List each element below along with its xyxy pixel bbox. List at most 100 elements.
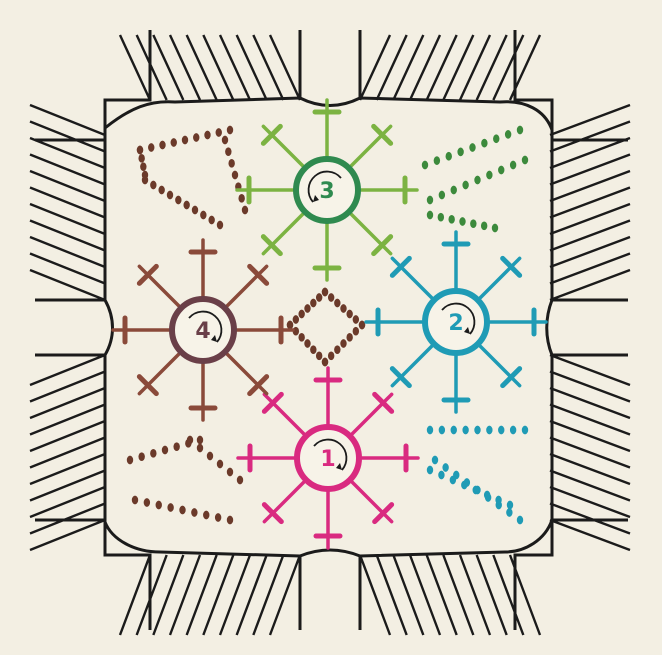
chain-dot <box>204 131 210 140</box>
chain-dot <box>522 156 528 165</box>
chain-dot <box>150 449 156 458</box>
chain-dot <box>517 126 523 135</box>
motif-number: 2 <box>448 311 463 336</box>
chain-dot <box>310 345 316 354</box>
chain-dot <box>142 176 148 185</box>
chain-dot <box>183 201 189 210</box>
chain-dot <box>517 516 523 525</box>
chain-dot <box>173 442 179 451</box>
chain-dot <box>481 139 487 148</box>
chain-dot <box>310 299 316 308</box>
chain-dot <box>191 508 197 517</box>
chain-dot <box>334 345 340 354</box>
chain-dot <box>298 333 304 342</box>
chain-dot <box>439 426 445 435</box>
chain-dot <box>462 181 468 190</box>
chain-dot <box>427 211 433 220</box>
chain-dot <box>353 315 359 324</box>
chain-dot <box>137 146 143 155</box>
chain-dot <box>505 130 511 139</box>
chain-dot <box>140 162 146 171</box>
chain-dot <box>438 471 444 480</box>
chain-dot <box>156 501 162 510</box>
chain-dot <box>469 143 475 152</box>
motif-number: 1 <box>320 447 335 472</box>
chain-dot <box>427 426 433 435</box>
chain-dot <box>346 333 352 342</box>
chain-dot <box>171 138 177 147</box>
chain-dot <box>162 446 168 455</box>
chain-dot <box>304 339 310 348</box>
chain-dot <box>203 511 209 520</box>
chain-dot <box>179 506 185 515</box>
chain-dot <box>237 476 243 485</box>
chain-dot <box>442 463 448 472</box>
chain-dot <box>522 426 528 435</box>
chain-dot <box>227 126 233 135</box>
chain-dot <box>486 171 492 180</box>
chain-dot <box>216 128 222 137</box>
chain-dot <box>193 133 199 142</box>
chain-dot <box>450 476 456 485</box>
chain-dot <box>432 456 438 465</box>
chain-dot <box>138 452 144 461</box>
motif-number: 3 <box>319 179 334 204</box>
chain-dot <box>484 491 490 500</box>
chain-dot <box>322 358 328 367</box>
chain-dot <box>507 501 513 510</box>
chain-dot <box>353 327 359 336</box>
chain-dot <box>493 134 499 143</box>
chain-dot <box>427 466 433 475</box>
chain-dot <box>227 468 233 477</box>
chain-dot <box>159 141 165 150</box>
chain-dot <box>427 196 433 205</box>
chain-dot <box>438 213 444 222</box>
chain-dot <box>473 486 479 495</box>
chain-dot <box>439 191 445 200</box>
motif-number: 4 <box>195 319 210 344</box>
chain-dot <box>316 293 322 302</box>
chain-dot <box>242 206 248 215</box>
chain-dot <box>316 352 322 361</box>
chain-dot <box>510 161 516 170</box>
chain-dot <box>197 436 203 445</box>
chain-dot <box>462 426 468 435</box>
chain-dot <box>334 299 340 308</box>
chain-dot <box>150 181 156 190</box>
chain-dot <box>293 315 299 324</box>
chain-dot <box>359 321 365 330</box>
chain-dot <box>474 426 480 435</box>
chain-dot <box>304 304 310 313</box>
chain-dot <box>346 310 352 319</box>
chain-dot <box>446 152 452 161</box>
chain-dot <box>492 224 498 233</box>
chain-dot <box>287 321 293 330</box>
chain-dot <box>215 513 221 522</box>
chain-dot <box>228 159 234 168</box>
chain-dot <box>510 426 516 435</box>
chain-dot <box>506 508 512 517</box>
chain-dot <box>498 166 504 175</box>
chain-dot <box>225 147 231 156</box>
chain-dot <box>238 194 244 203</box>
chain-dot <box>340 339 346 348</box>
chain-dot <box>451 186 457 195</box>
chain-dot <box>457 148 463 157</box>
chain-dot <box>486 426 492 435</box>
chain-dot <box>322 288 328 297</box>
chain-dot <box>132 496 138 505</box>
chain-dot <box>328 293 334 302</box>
chain-dot <box>217 221 223 230</box>
chain-dot <box>328 352 334 361</box>
chain-dot <box>461 481 467 490</box>
chain-dot <box>127 456 133 465</box>
chain-dot <box>227 516 233 525</box>
chain-dot <box>144 498 150 507</box>
chain-dot <box>340 304 346 313</box>
chain-dot <box>459 217 465 226</box>
chain-dot <box>217 460 223 469</box>
chain-dot <box>481 222 487 231</box>
chain-dot <box>138 154 144 163</box>
